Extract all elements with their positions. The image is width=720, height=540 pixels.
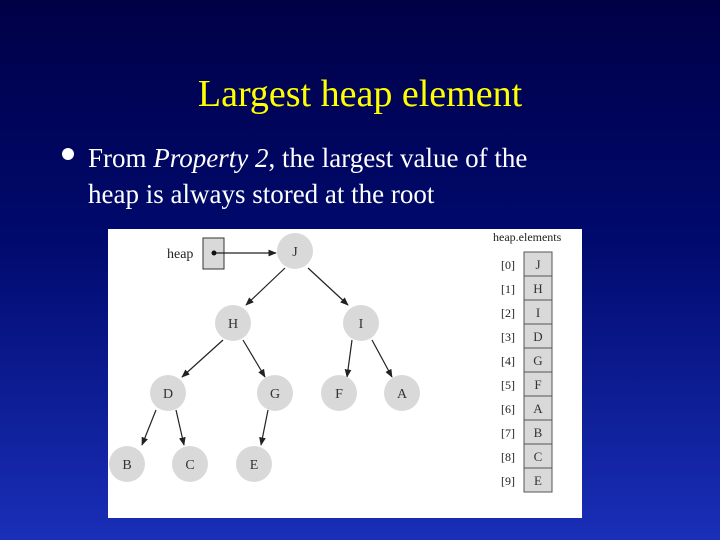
tree-node: C [172,446,208,482]
heap-diagram: heap J H I D [109,230,562,493]
tree-node: J [277,233,313,269]
array-cell: D [533,329,542,344]
array-dividers [524,275,552,469]
array-index: [4] [501,354,515,368]
edge-H-G [242,339,266,378]
edge-J-H [245,267,286,306]
array-cell: G [533,353,542,368]
node-label: D [163,387,173,402]
array-index: [5] [501,378,515,392]
edge-D-C [175,409,186,446]
bullet-icon [62,148,74,160]
bullet-emphasis: Property 2 [153,143,269,173]
array-index: [8] [501,450,515,464]
tree-node: I [343,305,379,341]
tree-node: A [384,375,420,411]
pointer-dot-icon [211,250,217,256]
bullet-line2: heap is always stored at the root [88,179,435,209]
array-index: [7] [501,426,515,440]
tree-node: E [236,446,272,482]
node-circle [321,375,357,411]
node-label: A [397,387,408,402]
node-label: C [185,458,194,473]
node-label: J [292,245,298,260]
array-label: heap.elements [493,230,562,244]
node-circle [277,233,313,269]
node-circle [150,375,186,411]
array-cell: I [536,305,540,320]
array-cell: B [534,425,543,440]
array-cell: J [535,257,540,272]
array-cells: J H I D G F A B C E [523,251,553,493]
edge-D-B [141,409,157,446]
array-index: [1] [501,282,515,296]
array-indices: [0] [1] [2] [3] [4] [5] [6] [7] [8] [9] [501,258,515,488]
array-cell: F [534,377,541,392]
node-label: H [228,317,238,332]
tree-node: B [109,446,145,482]
array-cell: E [534,473,542,488]
array-values: J H I D G F A B C E [533,257,543,488]
node-circle [384,375,420,411]
node-circle [109,446,145,482]
heap-label: heap [167,247,193,262]
node-label: F [335,387,343,402]
array-index: [9] [501,474,515,488]
bullet-text: From Property 2, the largest value of th… [88,140,678,212]
array-index: [6] [501,402,515,416]
node-label: G [270,387,280,402]
array-cell: A [533,401,543,416]
node-circle [172,446,208,482]
node-circle [215,305,251,341]
tree-node: G [257,375,293,411]
heap-figure: heap J H I D [108,229,582,518]
array-index: [3] [501,330,515,344]
array-index: [0] [501,258,515,272]
slide-title: Largest heap element [197,73,523,115]
node-label: B [122,458,131,473]
node-label: I [359,317,364,332]
array-index: [2] [501,306,515,320]
node-label: E [250,458,259,473]
tree-node: F [321,375,357,411]
bullet-line1-rest: , the largest value of the [268,143,528,173]
array-cell: C [534,449,543,464]
array-cell: H [533,281,542,296]
edge-I-F [344,339,353,378]
node-circle [343,305,379,341]
node-circle [257,375,293,411]
bullet-prefix: From [88,143,154,173]
edge-G-E [259,409,269,446]
tree-node: D [150,375,186,411]
node-circle [236,446,272,482]
tree-node: H [215,305,251,341]
edge-J-I [307,267,349,306]
tree-edges [141,267,393,446]
edge-I-A [371,339,393,378]
edge-H-D [181,339,224,378]
